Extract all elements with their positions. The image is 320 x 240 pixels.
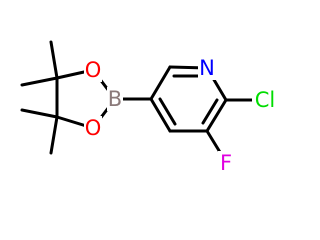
bond-methyl-4 <box>49 115 59 155</box>
atom-o-top: O <box>84 58 102 82</box>
bond-c3-c2 <box>205 98 228 133</box>
atom-label-cl: Cl <box>255 88 276 112</box>
atom-label-b: B <box>108 87 122 111</box>
atom-b: B <box>107 87 123 111</box>
atom-f: F <box>218 151 234 175</box>
bond-c3-c2-inner <box>201 98 219 125</box>
atom-label-o-top: O <box>85 58 102 82</box>
atom-label-o-bottom: O <box>85 116 102 140</box>
bond-c5-c4-inner <box>158 97 177 126</box>
bond-methyl-2 <box>20 76 59 87</box>
atom-label-f: F <box>220 151 232 175</box>
bond-c5-c4 <box>149 97 172 133</box>
bond-c6-c5 <box>149 65 172 101</box>
bond-methyl-1 <box>49 40 59 80</box>
atom-o-bottom: O <box>84 116 102 140</box>
atom-label-n: N <box>199 56 215 80</box>
chemical-structure: N Cl F B O O <box>20 40 280 175</box>
bond-methyl-3 <box>20 108 59 119</box>
atom-cl: Cl <box>252 88 280 112</box>
atom-n: N <box>198 56 216 80</box>
